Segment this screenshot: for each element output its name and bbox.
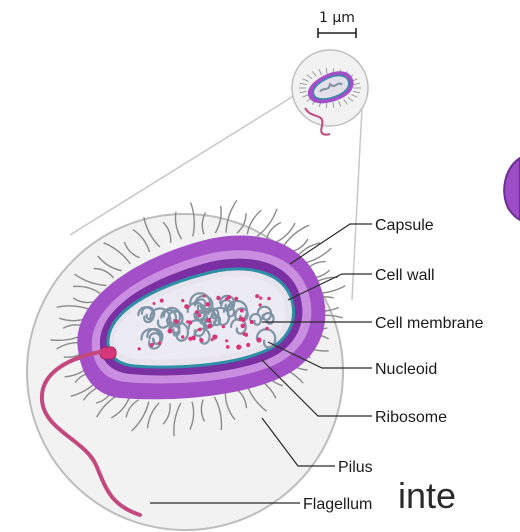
- ribosome-dot: [203, 295, 206, 298]
- scale-bar-label: 1 µm: [319, 10, 355, 26]
- ribosome-dot: [206, 318, 211, 323]
- ribosome-dot: [188, 337, 192, 341]
- ribosome-dot: [240, 309, 244, 313]
- label-cell-membrane: Cell membrane: [375, 315, 484, 332]
- ribosome-dot: [199, 338, 203, 342]
- ribosome-dot: [160, 299, 164, 303]
- ribosome-dot: [225, 298, 228, 301]
- ribosome-dot: [241, 318, 245, 322]
- ribosome-dot: [150, 343, 154, 347]
- ribosome-dot: [188, 320, 192, 324]
- label-nucleoid: Nucleoid: [375, 361, 437, 378]
- label-ribosome: Ribosome: [375, 409, 447, 426]
- label-cell-wall: Cell wall: [375, 267, 435, 284]
- small-magnifier: [292, 50, 368, 135]
- ribosome-dot: [153, 302, 156, 305]
- ribosome-dot: [226, 345, 230, 349]
- ribosome-dot: [250, 320, 254, 324]
- ribosome-dot: [259, 303, 262, 306]
- ribosome-dot: [216, 296, 220, 300]
- scale-bar: 1 µm: [318, 10, 356, 38]
- label-pilus: Pilus: [338, 459, 373, 476]
- ribosome-dot: [234, 297, 238, 301]
- ribosome-dot: [236, 345, 241, 350]
- ribosome-dot: [255, 294, 259, 298]
- ribosome-dot: [174, 319, 179, 324]
- ribosome-dot: [265, 327, 269, 331]
- ribosome-dot: [246, 343, 250, 347]
- ribosome-dot: [211, 338, 214, 341]
- label-flagellum: Flagellum: [303, 496, 372, 513]
- ribosome-dot: [138, 347, 141, 350]
- ribosome-dot: [267, 297, 271, 301]
- ribosome-dot: [181, 335, 184, 338]
- ribosome-dot: [244, 333, 248, 337]
- ribosome-dot: [184, 304, 189, 309]
- ribosome-dot: [225, 339, 228, 342]
- ribosome-dot: [195, 310, 199, 314]
- zoom-line-right: [352, 108, 362, 300]
- ribosome-dot: [259, 297, 262, 300]
- ribosome-dot: [181, 299, 184, 302]
- ribosome-dot: [168, 329, 173, 334]
- ribosome-dot: [222, 325, 225, 328]
- ribosome-dot: [198, 314, 201, 317]
- cropped-text-fragment: inte: [398, 475, 456, 516]
- ribosome-dot: [206, 302, 210, 306]
- ribosome-dot: [241, 324, 246, 329]
- pilus-hair: [275, 223, 295, 243]
- label-capsule: Capsule: [375, 217, 434, 234]
- flagellum-base: [100, 347, 116, 359]
- ribosome-dot: [256, 337, 261, 342]
- cropped-purple-shape: [504, 158, 520, 220]
- ribosome-dot: [158, 342, 161, 345]
- ribosome-dot: [208, 324, 213, 329]
- ribosome-dot: [198, 328, 202, 332]
